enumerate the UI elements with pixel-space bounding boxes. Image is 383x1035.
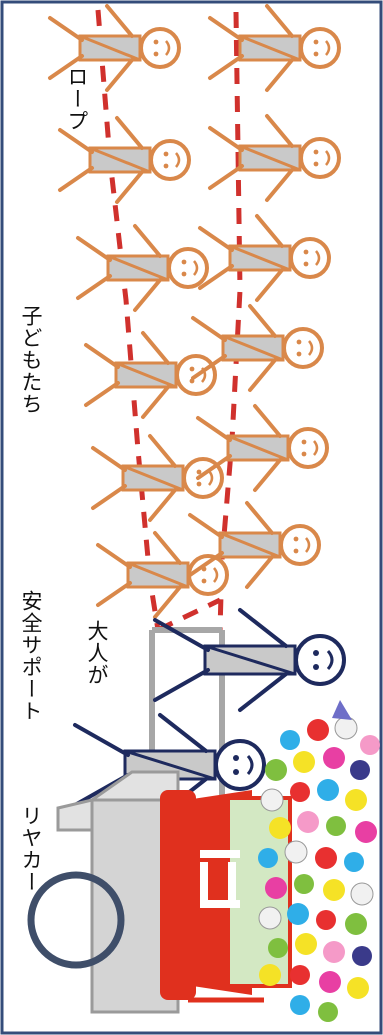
- children-group-right: [190, 6, 339, 587]
- rope-label: ロープ: [66, 66, 87, 132]
- flower-icon: [258, 700, 380, 1022]
- children-label: 子どもたち: [20, 305, 41, 415]
- cart-label: リヤカー: [20, 805, 41, 893]
- safety-support-label: 安全サポート: [20, 590, 41, 722]
- adults-label: 大人が: [86, 620, 107, 686]
